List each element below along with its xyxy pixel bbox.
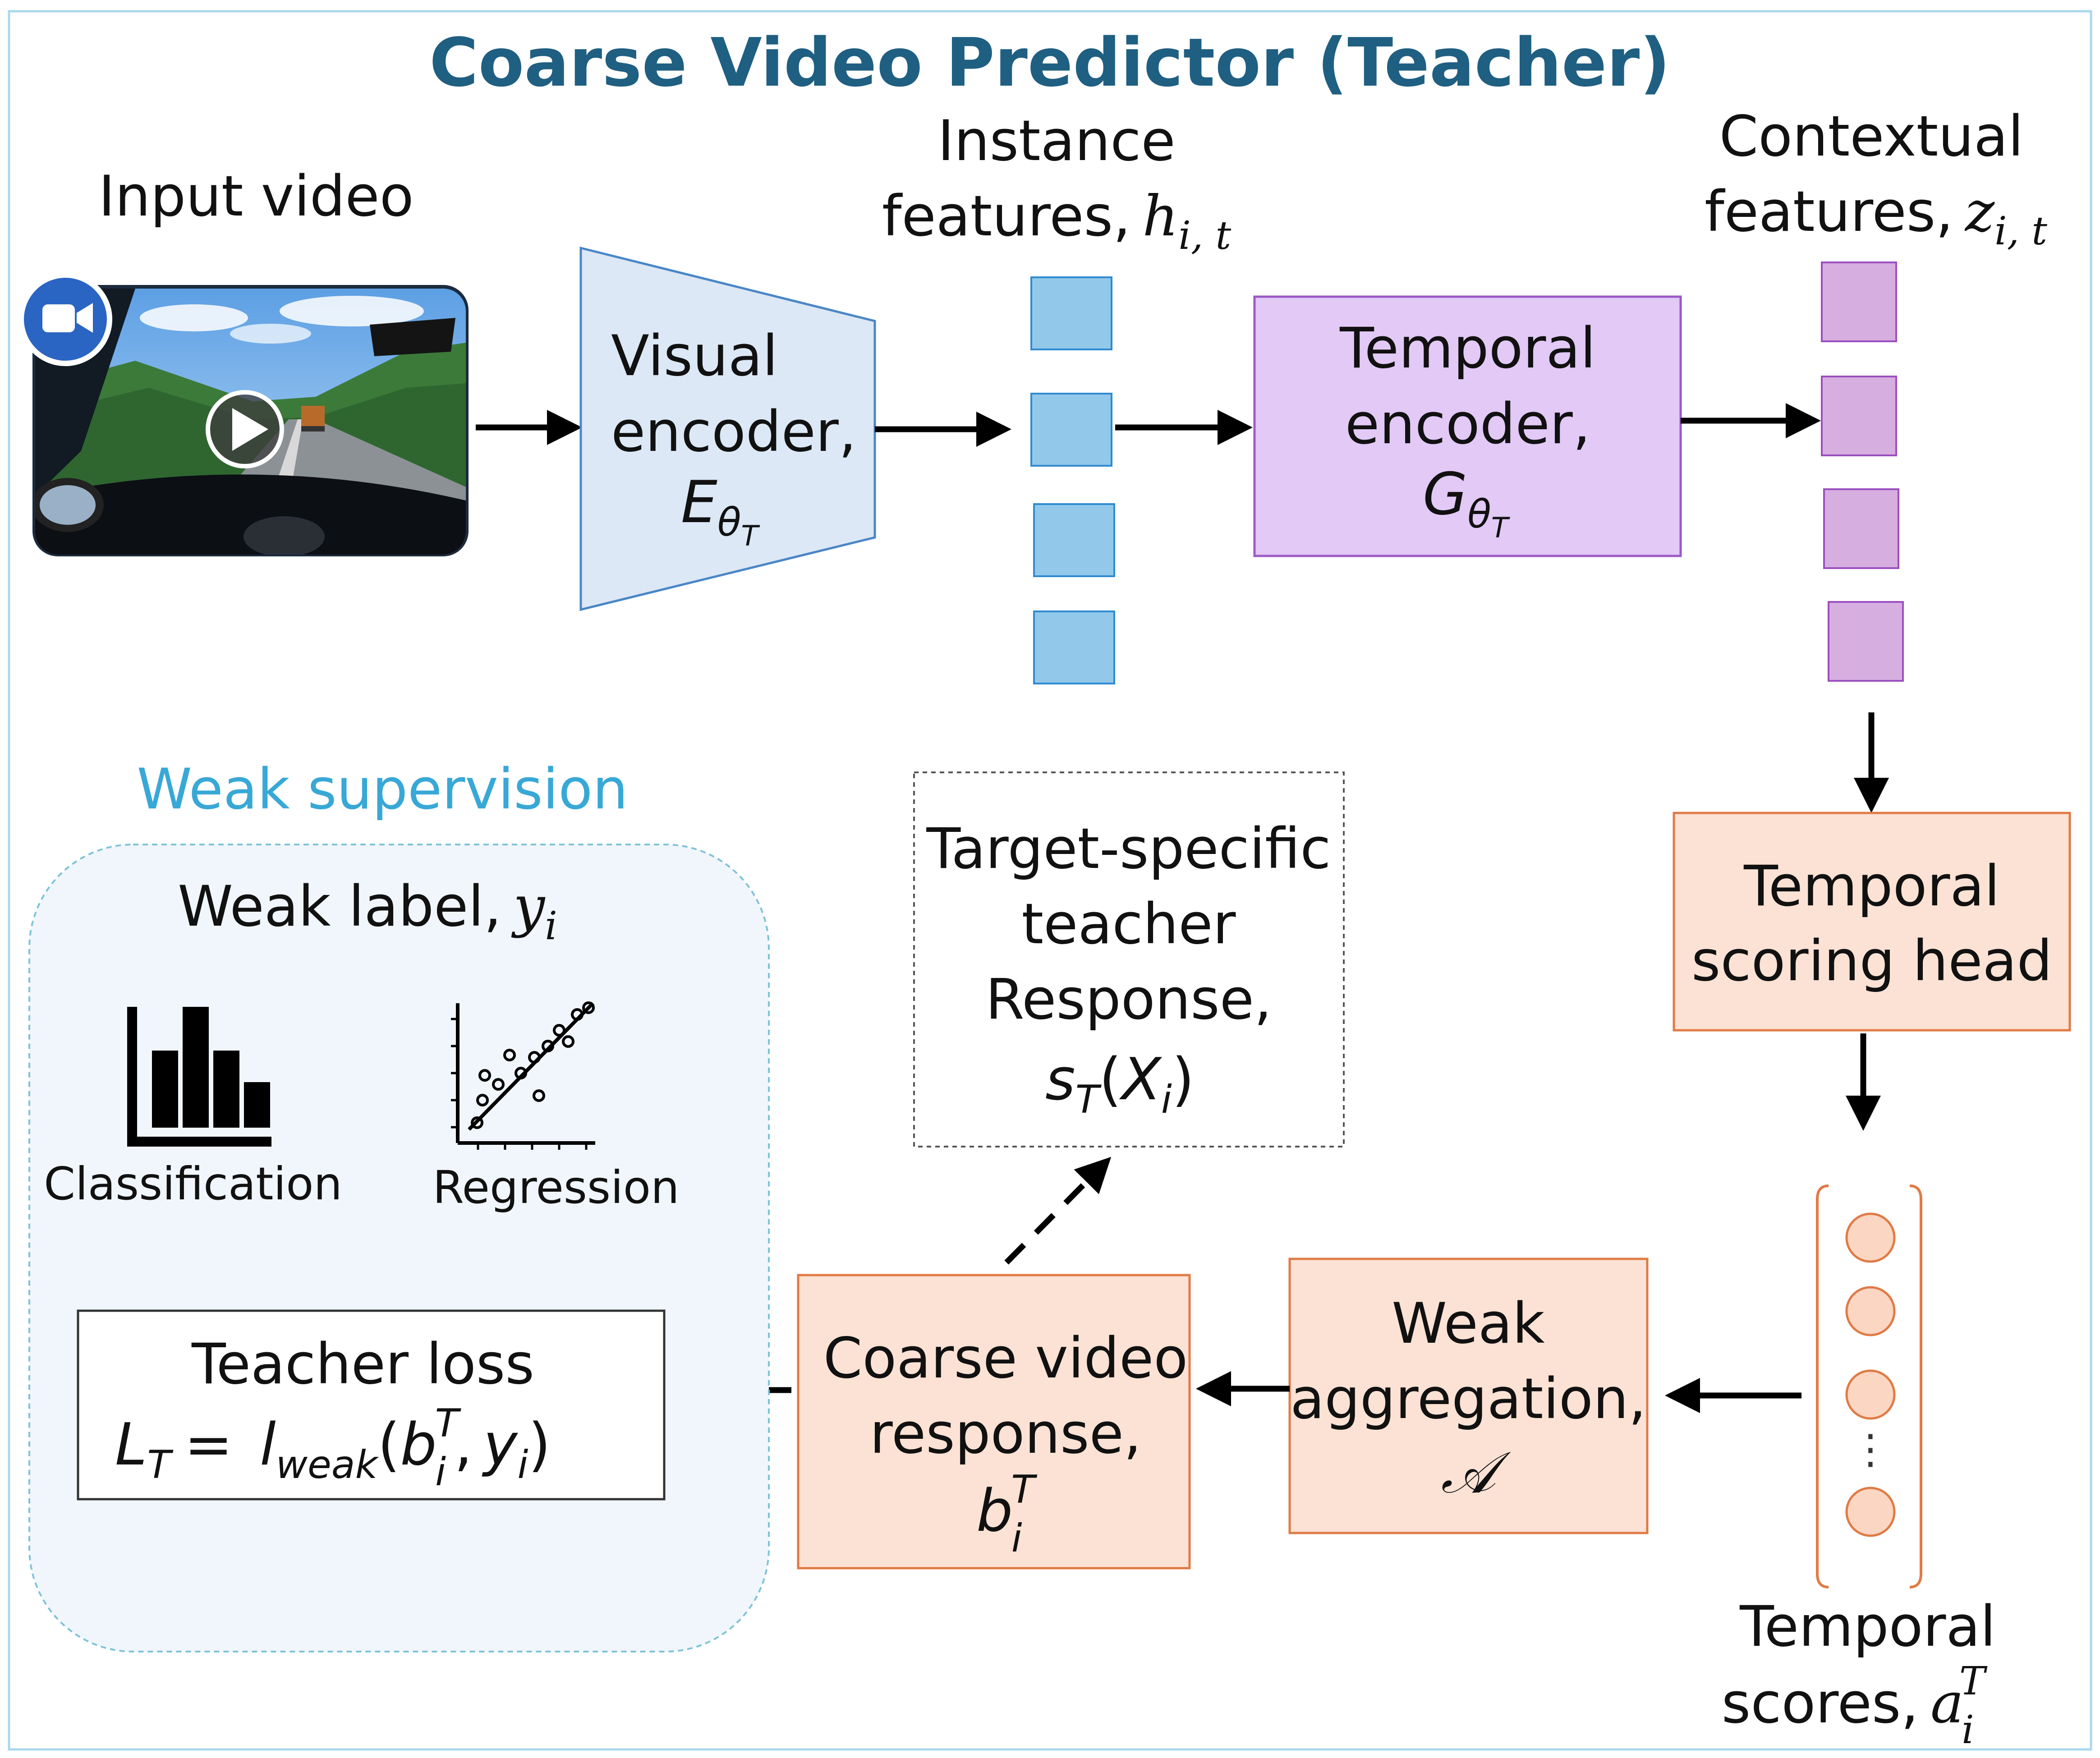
contextual-feature-cells <box>1821 262 1904 682</box>
visual-encoder-line2: encoder, <box>611 399 856 464</box>
scatter-plot-icon <box>451 1001 595 1150</box>
outer-frame <box>8 10 2092 1751</box>
temporal-encoder-symbol: GθT <box>1423 461 1510 544</box>
coarse-response-line1: Coarse video <box>823 1326 1188 1391</box>
play-icon[interactable] <box>206 390 284 468</box>
teacher-loss-title: Teacher loss <box>191 1332 534 1397</box>
video-camera-icon <box>18 272 112 366</box>
instance-features-line2: features,hi, t <box>882 184 1232 258</box>
teacher-response-box <box>913 771 1345 1148</box>
temporal-scores-line1: Temporal <box>1739 1594 1996 1659</box>
scoring-head-line2: scoring head <box>1691 929 2052 994</box>
input-video-label: Input video <box>98 164 414 229</box>
diagram-title: Coarse Video Predictor (Teacher) <box>429 24 1670 101</box>
temporal-encoder-line2: encoder, <box>1345 392 1590 457</box>
aggregation-block <box>1288 1258 1649 1534</box>
visual-encoder-symbol: EθT <box>681 469 760 552</box>
weak-label-line: Weak label,yi <box>178 874 557 949</box>
weak-supervision-heading: Weak supervision <box>137 757 628 822</box>
bar-chart-icon <box>127 1007 271 1147</box>
temporal-scores-vector: ⋮ <box>1816 1184 1922 1588</box>
contextual-features-line1: Contextual <box>1719 104 2024 169</box>
visual-encoder-line1: Visual <box>611 324 778 389</box>
teacher-response-line3: Response, <box>986 967 1272 1032</box>
classification-label: Classification <box>44 1157 342 1210</box>
input-video-thumbnail <box>18 272 469 556</box>
aggregation-line2: aggregation, <box>1290 1367 1646 1432</box>
instance-features-line1: Instance <box>937 109 1175 174</box>
teacher-response-line2: teacher <box>1022 892 1236 957</box>
weak-supervision-panel <box>28 844 770 1652</box>
scores-ellipsis: ⋮ <box>1850 1426 1891 1473</box>
coarse-response-line2: response, <box>870 1401 1142 1466</box>
temporal-encoder-line1: Temporal <box>1339 316 1596 381</box>
teacher-loss-box <box>77 1309 666 1501</box>
regression-label: Regression <box>433 1161 680 1214</box>
contextual-features-line2: features,zi, t <box>1705 179 2047 254</box>
teacher-response-line1: Target-specific <box>926 817 1331 881</box>
visual-encoder-block <box>579 246 876 611</box>
temporal-encoder-block <box>1253 295 1682 557</box>
coarse-response-block <box>797 1274 1191 1570</box>
aggregation-line1: Weak <box>1392 1291 1545 1356</box>
arrow-response-to-teacher <box>1004 1157 1112 1265</box>
teacher-response-symbol: sT(Xi) <box>1045 1046 1195 1122</box>
scoring-head-line1: Temporal <box>1743 854 2000 919</box>
scoring-head-block <box>1673 812 2071 1032</box>
instance-feature-cells <box>1030 276 1115 684</box>
